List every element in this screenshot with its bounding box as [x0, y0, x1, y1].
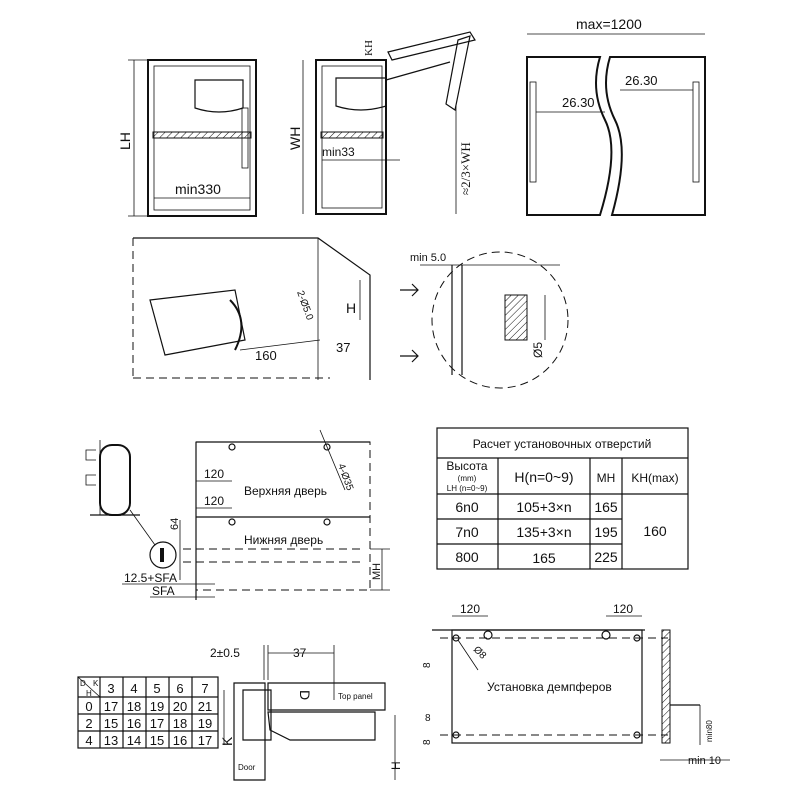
row-h: 0: [85, 699, 92, 714]
lower-door-label: Нижняя дверь: [244, 533, 323, 547]
cell-lh: 7n0: [455, 524, 479, 540]
table-row: 4 13 14 15 16 17: [85, 733, 212, 748]
cell: 13: [104, 733, 118, 748]
min80-label: min80: [705, 720, 714, 742]
cell: 18: [127, 699, 141, 714]
min330-label: min330: [175, 181, 221, 197]
cell: 20: [173, 699, 187, 714]
cell-h: 165: [532, 550, 556, 566]
col-header: 7: [201, 681, 208, 696]
table-row: 800 165 225: [455, 549, 618, 566]
hole-8-label: Ø8: [471, 644, 489, 662]
cell: 14: [127, 733, 141, 748]
cell: 17: [104, 699, 118, 714]
cell-mh: 225: [594, 549, 618, 565]
min10-label: min 10: [688, 755, 721, 767]
cell: 16: [173, 733, 187, 748]
d-label: D: [297, 690, 313, 700]
door-label: Door: [238, 763, 256, 772]
dim-37-label: 37: [336, 340, 350, 355]
cell: 19: [198, 716, 212, 731]
header-height-unit: (mm): [458, 474, 477, 483]
damper-title: Установка демпферов: [487, 680, 612, 694]
kh-label: KH: [363, 40, 375, 56]
header-mh: MH: [597, 471, 616, 485]
cell: 18: [173, 716, 187, 731]
hole-calculation-table: Расчет установочных отверстий Высота (mm…: [436, 427, 689, 570]
cell-mh: 165: [594, 499, 618, 515]
lower-offset-label: 120: [204, 494, 224, 508]
header-h: H(n=0~9): [514, 469, 573, 485]
right-offset-label: 26.30: [625, 73, 658, 88]
dim-37-hinge: 37: [293, 646, 307, 660]
cell-h: 135+3×n: [516, 524, 571, 540]
holes-label: 2-Ø5.0: [294, 289, 315, 322]
k-label: K: [219, 736, 235, 746]
gap-label: 2±0.5: [210, 646, 240, 660]
cell: 16: [127, 716, 141, 731]
top-panel-label: Top panel: [338, 692, 373, 701]
cell: 19: [150, 699, 164, 714]
row-h: 2: [85, 716, 92, 731]
upper-door-label: Верхняя дверь: [244, 484, 327, 498]
diameter-5-label: Ø5: [531, 342, 545, 358]
cell: 15: [150, 733, 164, 748]
dim-8-bottom: 8: [422, 739, 433, 745]
corner-h: H: [86, 689, 92, 698]
max-width-label: max=1200: [576, 16, 642, 32]
col-header: 4: [130, 681, 137, 696]
left-offset-label: 26.30: [562, 95, 595, 110]
sfa-label: SFA: [152, 584, 175, 598]
cell: 17: [198, 733, 212, 748]
hinge-detail: 2±0.5 37 D Top panel K Door H: [210, 645, 403, 781]
cell-mh: 195: [594, 524, 618, 540]
h-label: H: [346, 300, 356, 316]
damper-right-120: 120: [613, 602, 633, 616]
cell-lh: 6n0: [455, 499, 479, 515]
table-title: Расчет установочных отверстий: [473, 437, 652, 451]
corner-d: D: [80, 679, 86, 688]
min-5-label: min 5.0: [410, 252, 446, 264]
col-header: 3: [107, 681, 114, 696]
cell: 17: [150, 716, 164, 731]
damper-installation: 120 120 Ø8 Установка демпферов 8 8 8 min…: [422, 602, 730, 767]
door-hole-template: 120 120 Верхняя дверь Нижняя дверь 4-Ø35…: [85, 429, 390, 600]
kh-value: 160: [643, 523, 667, 539]
hole-detail-view: min 5.0 Ø5: [400, 251, 569, 389]
col-header: 5: [153, 681, 160, 696]
table-row: 2 15 16 17 18 19: [85, 716, 212, 731]
h-label-hinge: H: [389, 761, 403, 770]
upper-offset-label: 120: [204, 467, 224, 481]
lh-label: LH: [117, 132, 133, 150]
header-height-sub: LH (n=0~9): [447, 484, 488, 493]
min33-label: min33: [322, 145, 355, 159]
dim-64-label: 64: [169, 518, 181, 530]
dim-160-label: 160: [255, 348, 277, 363]
cabinet-side-view-2: WH KH min33 ≈2/3×WH: [287, 31, 476, 215]
ratio-label: ≈2/3×WH: [458, 142, 473, 195]
corner-k: K: [93, 679, 99, 688]
dk-table: D K H 3 4 5 6 7 0 17 18 19 20 21 2 15 16…: [77, 676, 219, 749]
table-row: 7n0 135+3×n 195: [455, 524, 618, 540]
dim-8-mid: 8: [425, 713, 431, 724]
cabinet-side-view-1: LH min330: [117, 59, 257, 217]
mh-label: MH: [371, 563, 383, 580]
col-header: 6: [176, 681, 183, 696]
wh-label: WH: [287, 127, 303, 150]
sfa-plus-label: 12.5+SFA: [124, 571, 177, 585]
dim-8-top: 8: [422, 662, 433, 668]
table-row: 0 17 18 19 20 21: [85, 699, 212, 714]
row-h: 4: [85, 733, 92, 748]
cell-lh: 800: [455, 549, 479, 565]
cell: 21: [198, 699, 212, 714]
header-height: Высота: [446, 459, 488, 473]
perspective-mounting-view: H 2-Ø5.0 160 37: [132, 237, 371, 380]
holes-35-label: 4-Ø35: [335, 462, 355, 492]
cabinet-front-view: max=1200 26.30 26.30: [526, 16, 706, 216]
cell: 15: [104, 716, 118, 731]
damper-left-120: 120: [460, 602, 480, 616]
cell-h: 105+3×n: [516, 499, 571, 515]
header-kh: KH(max): [631, 471, 678, 485]
table-row: 6n0 105+3×n 165: [455, 499, 618, 515]
